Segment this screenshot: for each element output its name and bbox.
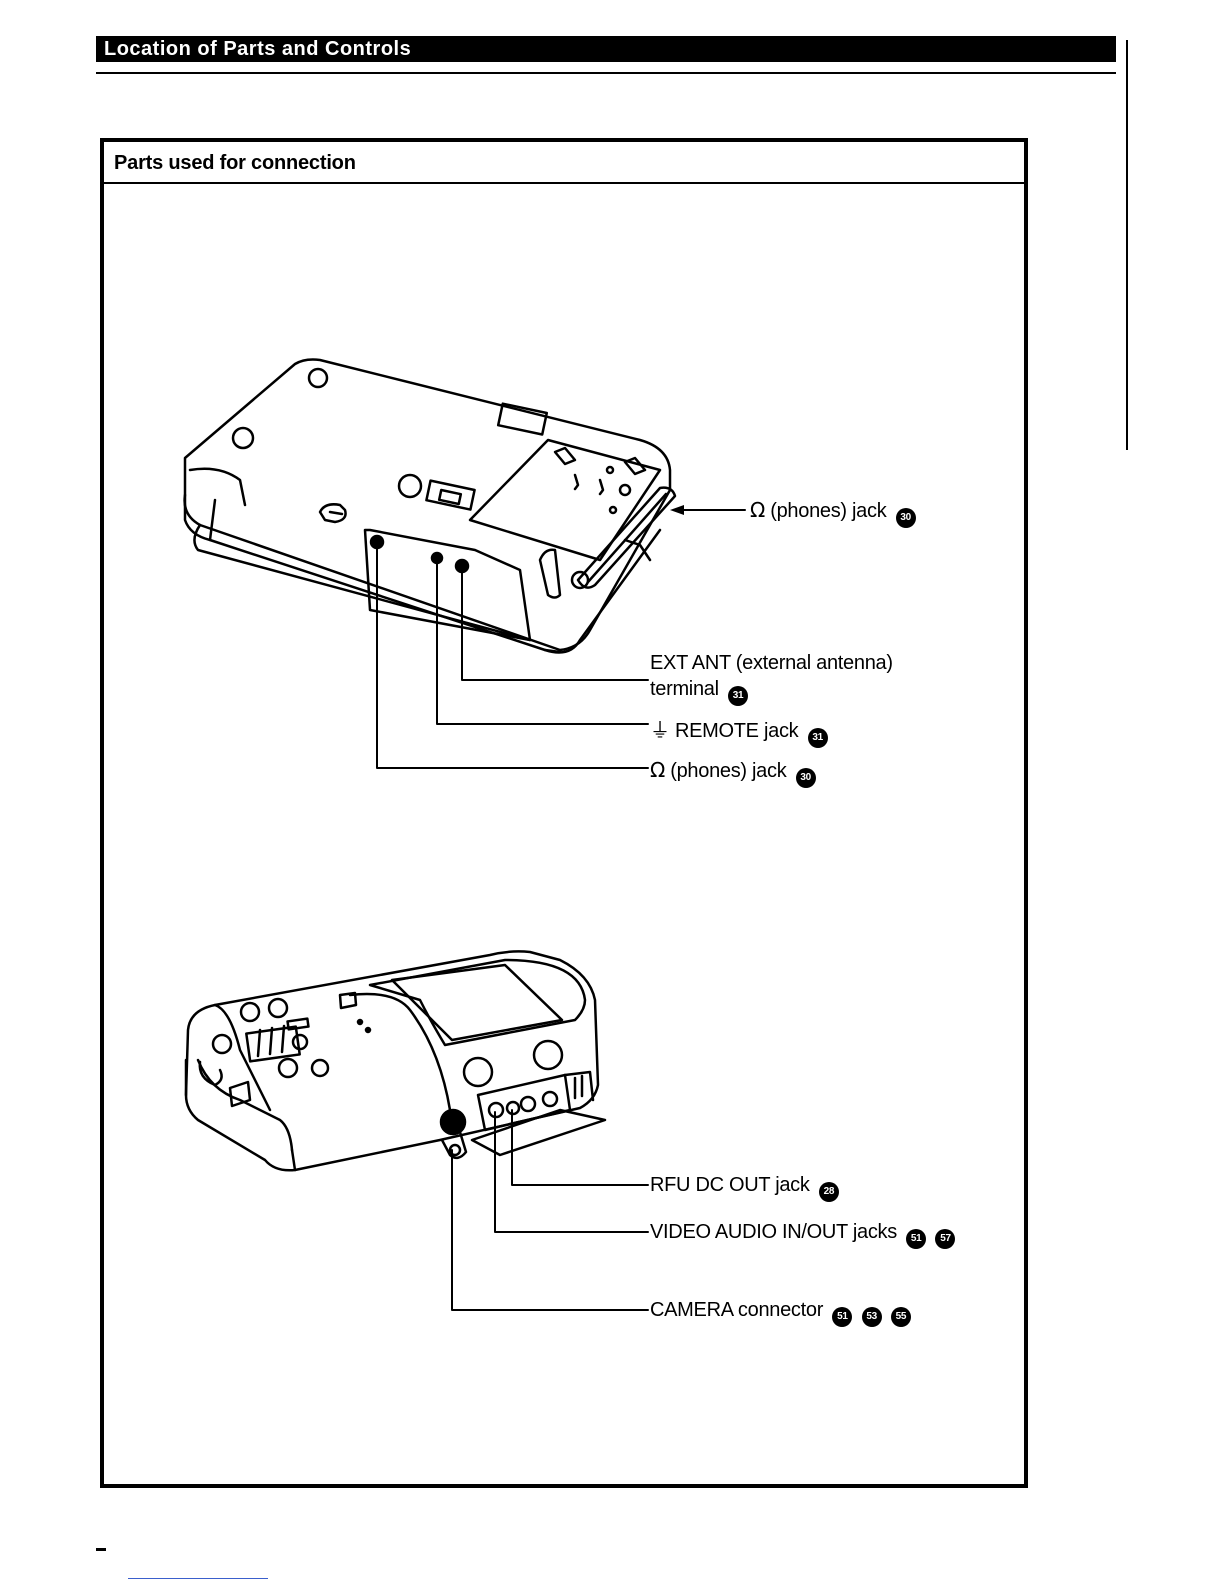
footer-underline [128, 1578, 268, 1579]
phones-jack-label-right: Ω (phones) jack 30 [750, 498, 916, 528]
ref-number-badge: 51 [906, 1229, 926, 1249]
ext-ant-label-line2: terminal 31 [650, 678, 748, 706]
headphones-icon: Ω [750, 498, 765, 522]
ref-number-badge: 57 [935, 1229, 955, 1249]
bottom-device-illustration [186, 951, 605, 1170]
ref-number-badge: 55 [891, 1307, 911, 1327]
ref-number-badge: 53 [862, 1307, 882, 1327]
remote-jack-label: ⏚ REMOTE jack 31 [650, 714, 828, 748]
ref-number-badge: 30 [796, 768, 816, 788]
top-device-illustration [185, 360, 675, 653]
ref-number-badge: 31 [808, 728, 828, 748]
phones-jack-label-bottom: Ω (phones) jack 30 [650, 758, 816, 788]
ref-number-badge: 30 [896, 508, 916, 528]
ext-ant-label-line1: EXT ANT (external antenna) [650, 652, 893, 675]
ref-number-badge: 28 [819, 1182, 839, 1202]
headphones-icon: Ω [650, 758, 665, 782]
phones-jack-text: (phones) jack [670, 760, 786, 782]
rfu-dc-out-label: RFU DC OUT jack 28 [650, 1174, 839, 1202]
ref-number-badge: 51 [832, 1307, 852, 1327]
bottom-leader-lines [452, 1110, 648, 1310]
phones-jack-text: (phones) jack [770, 500, 886, 522]
video-audio-jacks-label: VIDEO AUDIO IN/OUT jacks 51 57 [650, 1221, 955, 1249]
ref-number-badge: 31 [728, 686, 748, 706]
page-number-mark [96, 1548, 106, 1551]
remote-icon: ⏚ [650, 718, 670, 742]
camera-connector-label: CAMERA connector 51 53 55 [650, 1299, 911, 1327]
remote-jack-text: REMOTE jack [675, 720, 798, 742]
